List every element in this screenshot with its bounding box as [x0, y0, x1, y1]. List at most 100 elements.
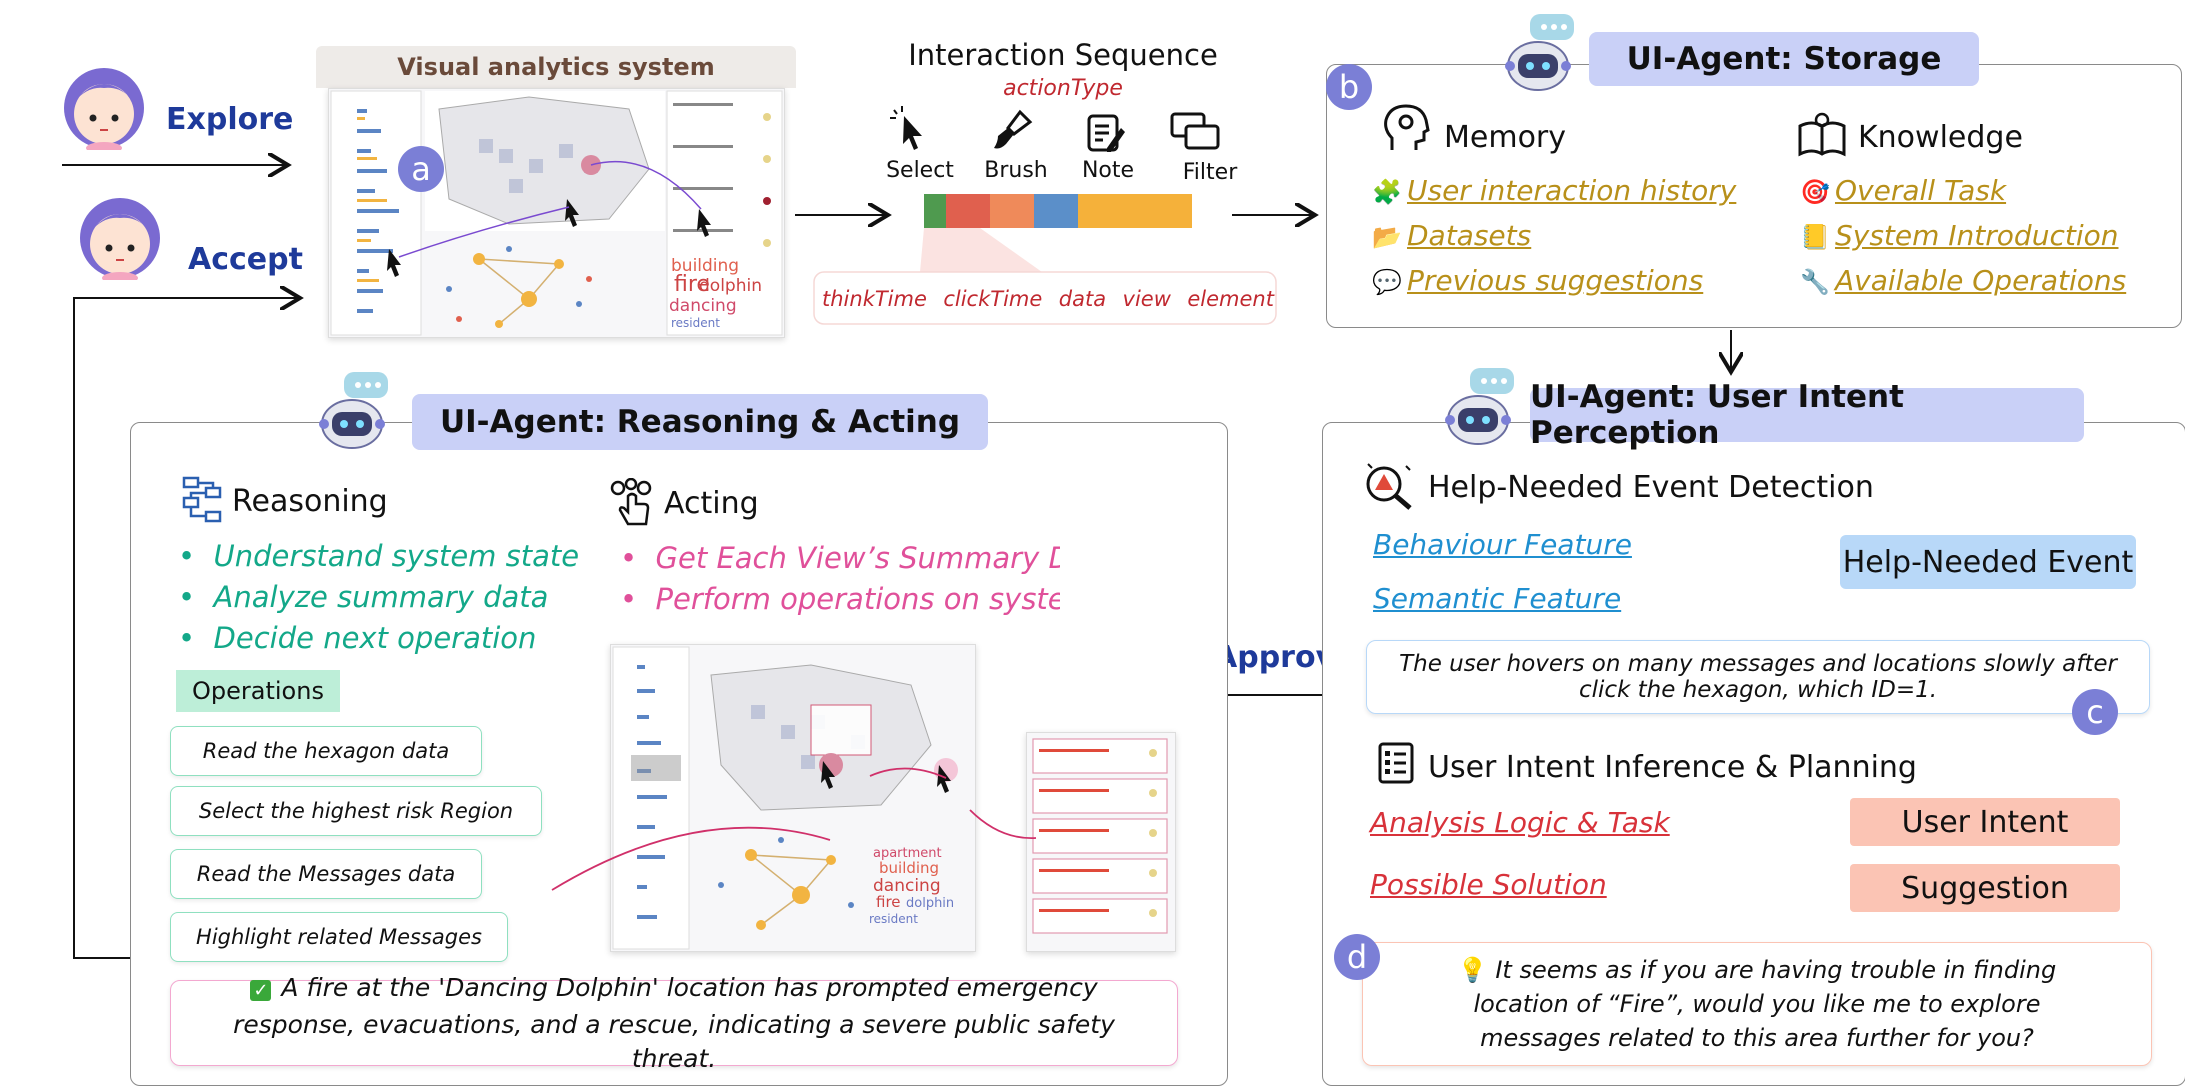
interaction-sequence-bar	[924, 194, 1192, 228]
magnifier-alert-icon	[1366, 463, 1412, 510]
sequence-segment-note	[990, 194, 1034, 228]
operation-select-region[interactable]: Select the highest risk Region	[170, 786, 542, 836]
event-description: The user hovers on many messages and loc…	[1366, 640, 2150, 714]
attribute-list: thinkTime clickTime data view element	[822, 287, 1274, 311]
acting-list: • Get Each View’s Summary Data • Perform…	[620, 538, 1060, 620]
analysis-logic-task[interactable]: Analysis Logic & Task	[1370, 806, 1670, 839]
knowledge-item-task[interactable]: Overall Task	[1834, 174, 2007, 207]
perception-panel	[1322, 422, 2185, 1086]
reasoning-item-1: • Understand system state	[178, 539, 580, 573]
filter-icon	[1170, 112, 1220, 150]
svg-text:fire: fire	[674, 272, 710, 297]
memory-title: Memory	[1444, 120, 1567, 155]
book-icon	[1798, 112, 1846, 157]
memory-item-suggestions[interactable]: Previous suggestions	[1406, 264, 1704, 297]
robot-icon	[319, 372, 388, 449]
accept-label: Accept	[188, 242, 303, 277]
suggestion-box: Suggestion	[1850, 864, 2120, 912]
gear-head-icon	[1384, 104, 1430, 150]
user-intent-box: User Intent	[1850, 798, 2120, 846]
svg-text:apartment: apartment	[873, 846, 942, 861]
svg-text:building: building	[879, 859, 939, 877]
perception-title: UI-Agent: User Intent Perception	[1530, 379, 2084, 451]
target-icon: 🎯	[1800, 178, 1830, 206]
conclusion-text: A fire at the 'Dancing Dolphin' location…	[233, 972, 1115, 1073]
attr-click-time: clickTime	[943, 287, 1043, 311]
label-c: c	[2072, 689, 2118, 735]
user-avatar-accept	[80, 198, 160, 280]
checklist-icon	[1378, 742, 1414, 784]
conclusion-message: ✓A fire at the 'Dancing Dolphin' locatio…	[170, 973, 1178, 1073]
attr-element: element	[1187, 287, 1274, 311]
action-select-label: Select	[886, 158, 954, 183]
reasoning-item-3: • Decide next operation	[178, 621, 537, 655]
lightbulb-icon: 💡	[1457, 956, 1496, 984]
knowledge-item-operations[interactable]: Available Operations	[1834, 264, 2127, 297]
memory-item-datasets[interactable]: Datasets	[1406, 219, 1532, 252]
svg-text:fire: fire	[876, 893, 901, 911]
semantic-feature[interactable]: Semantic Feature	[1373, 582, 1622, 615]
possible-solution[interactable]: Possible Solution	[1370, 868, 1607, 901]
behaviour-feature[interactable]: Behaviour Feature	[1373, 528, 1632, 561]
reasoning-item-2: • Analyze summary data	[178, 580, 549, 614]
sequence-segment-select	[924, 194, 946, 228]
svg-text:dancing: dancing	[669, 296, 737, 316]
svg-text:resident: resident	[869, 912, 918, 926]
sequence-segment-brush	[946, 194, 990, 228]
user-avatar-explore	[64, 68, 144, 150]
label-b: b	[1326, 64, 1372, 110]
folder-icon: 📂	[1372, 223, 1402, 251]
brush-icon	[994, 109, 1033, 149]
memory-item-history[interactable]: User interaction history	[1406, 174, 1737, 207]
svg-text:dolphin: dolphin	[906, 896, 954, 911]
interaction-title: Interaction Sequence	[908, 38, 1218, 72]
note-icon	[1087, 114, 1125, 152]
label-a: a	[398, 146, 444, 192]
puzzle-icon: 🧩	[1372, 178, 1402, 206]
reasoning-title: UI-Agent: Reasoning & Acting	[412, 394, 988, 450]
explore-label: Explore	[166, 102, 294, 137]
detection-title: Help-Needed Event Detection	[1428, 470, 1874, 505]
robot-icon	[1445, 368, 1514, 445]
acting-message-list	[1026, 732, 1176, 952]
operation-read-hexagon[interactable]: Read the hexagon data	[170, 726, 482, 776]
svg-text:resident: resident	[671, 316, 720, 330]
acting-flow-curves	[551, 767, 1037, 891]
check-icon: ✓	[250, 979, 272, 1001]
flowchart-icon	[182, 476, 222, 523]
attr-view: view	[1122, 287, 1171, 311]
help-needed-event-box: Help-Needed Event	[1840, 535, 2136, 589]
operation-highlight-messages[interactable]: Highlight related Messages	[170, 912, 508, 962]
attribute-callout	[813, 228, 1277, 325]
acting-item-1: • Get Each View’s Summary Data	[620, 541, 1060, 575]
label-d: d	[1334, 934, 1380, 980]
wrench-icon: 🔧	[1800, 268, 1830, 296]
attr-data: data	[1058, 287, 1107, 311]
storage-title: UI-Agent: Storage	[1589, 32, 1979, 86]
suggestion-message: 💡 It seems as if you are having trouble …	[1362, 942, 2152, 1066]
action-type-label: actionType	[1003, 76, 1123, 101]
robot-icon	[1505, 14, 1574, 91]
knowledge-title: Knowledge	[1858, 120, 2023, 155]
reasoning-list: • Understand system state • Analyze summ…	[178, 536, 579, 659]
vas-screenshot: building fire dolphin dancing resident	[328, 88, 785, 338]
memory-list: 🧩 User interaction history 📂 Datasets 💬 …	[1372, 170, 1736, 305]
knowledge-item-intro[interactable]: System Introduction	[1834, 219, 2119, 252]
action-filter-label: Filter	[1182, 160, 1238, 185]
acting-screenshot: apartment building dancing fire dolphin …	[610, 644, 976, 952]
reasoning-subtitle: Reasoning	[232, 484, 388, 519]
svg-text:building: building	[671, 256, 739, 276]
hand-pointer-icon	[610, 478, 652, 526]
sequence-segment-other	[1078, 194, 1192, 228]
svg-text:dolphin: dolphin	[699, 276, 762, 296]
suggestion-text: It seems as if you are having trouble in…	[1473, 956, 2057, 1052]
inference-title: User Intent Inference & Planning	[1428, 750, 1917, 785]
action-note-label: Note	[1081, 158, 1135, 183]
operation-read-messages[interactable]: Read the Messages data	[170, 849, 482, 899]
knowledge-list: 🎯 Overall Task 📒 System Introduction 🔧 A…	[1800, 170, 2126, 305]
storage-panel	[1326, 64, 2182, 328]
acting-subtitle: Acting	[664, 486, 759, 521]
speech-bubble-icon: 💬	[1372, 268, 1402, 296]
vas-title: Visual analytics system	[316, 46, 796, 88]
acting-item-2: • Perform operations on system	[620, 582, 1060, 616]
